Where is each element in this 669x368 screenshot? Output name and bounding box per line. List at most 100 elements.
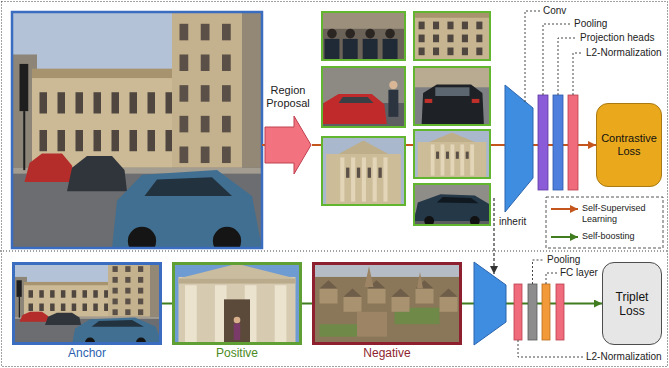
layer-bar (538, 95, 548, 190)
photo-detail (312, 277, 462, 345)
anchor-image: Anchor (12, 262, 162, 345)
photo-detail (138, 288, 143, 294)
photo-detail (76, 92, 84, 113)
photo-detail (476, 22, 482, 30)
layer-bar (514, 284, 522, 340)
photo-detail (145, 177, 233, 196)
photo-detail (416, 289, 434, 304)
photo-detail (447, 22, 453, 30)
photo-detail (201, 54, 210, 71)
photo-detail (351, 157, 355, 201)
photo-detail (460, 144, 464, 175)
photo-detail (472, 99, 480, 103)
photo-detail (148, 92, 156, 113)
separator (0, 251, 669, 252)
photo-detail (362, 157, 366, 201)
photo-frame (414, 184, 490, 225)
photo-detail (470, 216, 480, 225)
leader-line (558, 38, 577, 95)
node-label: Negative (315, 346, 459, 360)
photo-detail (32, 69, 182, 78)
photo (12, 12, 262, 248)
photo-detail (242, 12, 262, 177)
node-label: Anchor (15, 346, 159, 360)
photo-detail (365, 266, 374, 287)
photo (414, 12, 490, 60)
photo-detail (130, 130, 138, 151)
callout-label: Conv (543, 5, 566, 17)
photo-detail (29, 290, 34, 297)
photo-detail (424, 216, 434, 225)
photo-detail (104, 290, 109, 297)
photo (414, 184, 490, 225)
photo-detail (388, 90, 398, 117)
photo-detail (93, 290, 98, 297)
photo-detail (113, 309, 118, 315)
photo-detail (23, 111, 25, 170)
photo-frame (414, 130, 490, 178)
photo-detail (437, 197, 479, 203)
photo-detail (419, 35, 425, 43)
photo-detail (368, 168, 371, 178)
photo-detail (92, 320, 145, 327)
photo-detail (343, 39, 358, 60)
photo-detail (58, 92, 66, 113)
legend-label: Self-boosting (582, 231, 660, 242)
callout-label: Pooling (547, 254, 580, 266)
node-label: Positive (175, 346, 299, 360)
photo-detail (440, 297, 458, 312)
photo-detail (368, 289, 386, 304)
loss-box: Contrastive Loss (596, 103, 662, 187)
photo-detail (138, 299, 143, 305)
photo-frame (414, 12, 490, 60)
callout-label: Projection heads (580, 32, 655, 44)
leader-line (533, 260, 545, 284)
photo-detail (383, 157, 387, 201)
photo-detail (29, 304, 34, 311)
photo-detail (94, 92, 102, 113)
photo-detail (476, 48, 482, 56)
photo-detail (429, 132, 475, 142)
photo-detail (392, 297, 410, 312)
photo-detail (462, 35, 468, 43)
leader-line (525, 11, 540, 102)
photo-detail (322, 94, 387, 124)
photo-detail (344, 289, 362, 297)
layer-bar (556, 284, 564, 340)
photo-detail (104, 304, 109, 311)
photo-detail (113, 299, 118, 305)
photo-detail (414, 130, 490, 178)
photo-detail (17, 280, 22, 297)
legend-sample (551, 236, 578, 238)
network-block (474, 262, 506, 345)
photo-detail (83, 304, 88, 311)
photo-detail (222, 116, 231, 133)
leader-line (573, 53, 583, 95)
photo-detail (19, 297, 20, 318)
photo-detail (138, 309, 143, 315)
photo (322, 137, 405, 205)
connector (162, 303, 172, 305)
photo-detail (130, 92, 138, 113)
photo-detail (470, 144, 474, 175)
photo-detail (179, 277, 296, 345)
photo-detail (414, 12, 490, 60)
photo-detail (39, 304, 44, 311)
photo-detail (179, 264, 296, 279)
photo-detail (456, 152, 459, 159)
photo (12, 262, 162, 345)
photo-detail (222, 54, 231, 71)
photo-detail (435, 87, 469, 96)
photo-detail (185, 285, 197, 345)
photo-detail (166, 130, 174, 151)
photo-detail (324, 39, 339, 60)
photo-detail (94, 130, 102, 151)
node-label: Contrastive Loss (601, 132, 657, 158)
photo-detail (344, 297, 362, 312)
photo (312, 262, 462, 345)
photo-detail (50, 304, 55, 311)
network-block (505, 85, 533, 212)
photo-detail (312, 262, 462, 345)
negative-image: Negative (312, 262, 462, 345)
photo-detail (414, 67, 490, 87)
